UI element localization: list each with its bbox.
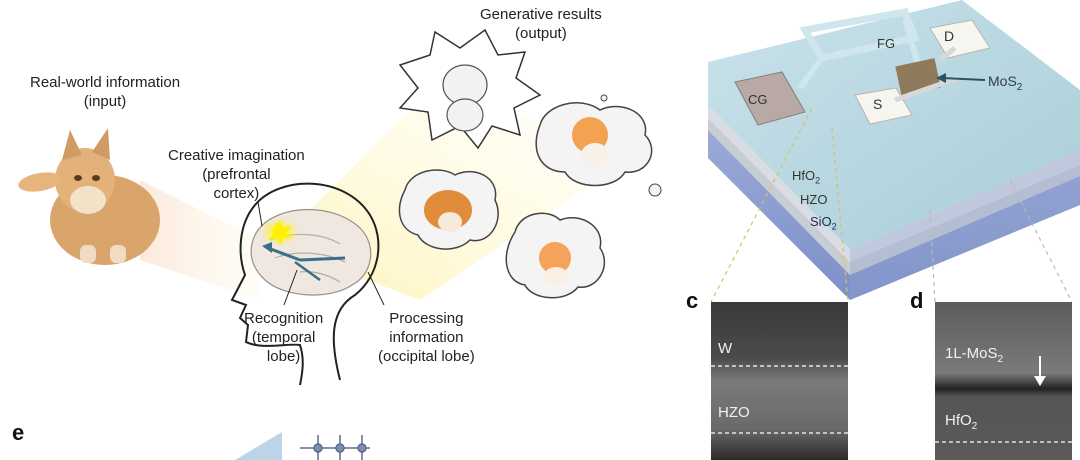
device-label-hfo2: HfO2 bbox=[792, 166, 820, 191]
sio2-text: SiO bbox=[810, 214, 832, 229]
tem-image-c bbox=[711, 302, 848, 460]
creative-label-line3: cortex) bbox=[213, 185, 260, 202]
hfo2-text: HfO bbox=[792, 168, 816, 183]
tem-d-mos2-subscript: 2 bbox=[997, 354, 1004, 365]
creative-label-line1: Creative imagination bbox=[168, 147, 305, 164]
tem-d-mos2-text: 1L-MoS bbox=[945, 345, 998, 362]
output-label-line1: Generative results bbox=[480, 6, 602, 23]
device-label-s: S bbox=[873, 96, 883, 112]
tem-image-d bbox=[935, 302, 1072, 460]
panel-e-wedge bbox=[235, 432, 282, 460]
processing-label-line2: information bbox=[389, 329, 464, 346]
tem-d-hfo2-subscript: 2 bbox=[971, 421, 978, 432]
device-label-sio2: SiO2 bbox=[810, 212, 837, 237]
recognition-pointer bbox=[283, 269, 298, 306]
tem-c-label-hzo: HZO bbox=[718, 404, 750, 421]
device-label-mos2: MoS2 bbox=[988, 72, 1022, 97]
tem-d-label-hfo2: HfO2 bbox=[945, 412, 977, 432]
tem-d-hfo2-text: HfO bbox=[945, 412, 972, 429]
panel-e-electrode-array bbox=[300, 435, 370, 460]
input-label-line1: Real-world information bbox=[30, 74, 181, 91]
sio2-subscript: 2 bbox=[831, 221, 837, 232]
recognition-label-line1: Recognition bbox=[244, 310, 324, 327]
mos2-subscript: 2 bbox=[1016, 81, 1023, 93]
device-label-fg: FG bbox=[877, 36, 896, 51]
creative-label-line2: (prefrontal bbox=[202, 166, 271, 183]
creative-pointer bbox=[257, 201, 263, 227]
hfo2-subscript: 2 bbox=[815, 175, 821, 186]
panel-letter-c: c bbox=[686, 288, 699, 313]
processing-pointer bbox=[367, 271, 385, 306]
creative-label: Creative imagination (prefrontal cortex) bbox=[168, 146, 305, 203]
tem-c-label-w: W bbox=[718, 340, 733, 357]
zoom-connector-c bbox=[710, 107, 849, 303]
recognition-label-line3: lobe) bbox=[266, 348, 301, 365]
device-3d-schematic bbox=[708, 0, 1080, 300]
processing-label: Processing information (occipital lobe) bbox=[378, 309, 475, 366]
processing-label-line1: Processing bbox=[389, 310, 464, 327]
zoom-connector-d bbox=[929, 179, 1073, 303]
output-label-line2: (output) bbox=[515, 25, 567, 42]
device-label-d: D bbox=[944, 28, 955, 44]
photo-cat-cloud bbox=[398, 169, 499, 250]
recognition-label: Recognition (temporal lobe) bbox=[244, 309, 323, 366]
device-label-cg: CG bbox=[748, 92, 768, 107]
mos2-text: MoS bbox=[988, 73, 1017, 89]
processing-label-line3: (occipital lobe) bbox=[378, 348, 475, 365]
input-label: Real-world information (input) bbox=[30, 73, 180, 111]
brain-illustration bbox=[250, 209, 372, 296]
input-cat-image bbox=[18, 128, 160, 265]
recognition-label-line2: (temporal bbox=[251, 329, 316, 346]
sketch-cat-cloud bbox=[398, 28, 542, 150]
panel-letter-e: e bbox=[12, 420, 25, 445]
output-label: Generative results (output) bbox=[480, 5, 602, 43]
device-label-hzo: HZO bbox=[800, 192, 828, 207]
head-illustration bbox=[230, 182, 380, 386]
panel-letter-d: d bbox=[910, 288, 924, 313]
cartoon-cat-cloud-2 bbox=[505, 212, 606, 299]
cartoon-cat-cloud-1 bbox=[535, 94, 662, 197]
tem-d-label-mos2: 1L-MoS2 bbox=[945, 345, 1003, 365]
input-label-line2: (input) bbox=[83, 93, 127, 110]
input-beam bbox=[140, 180, 260, 300]
